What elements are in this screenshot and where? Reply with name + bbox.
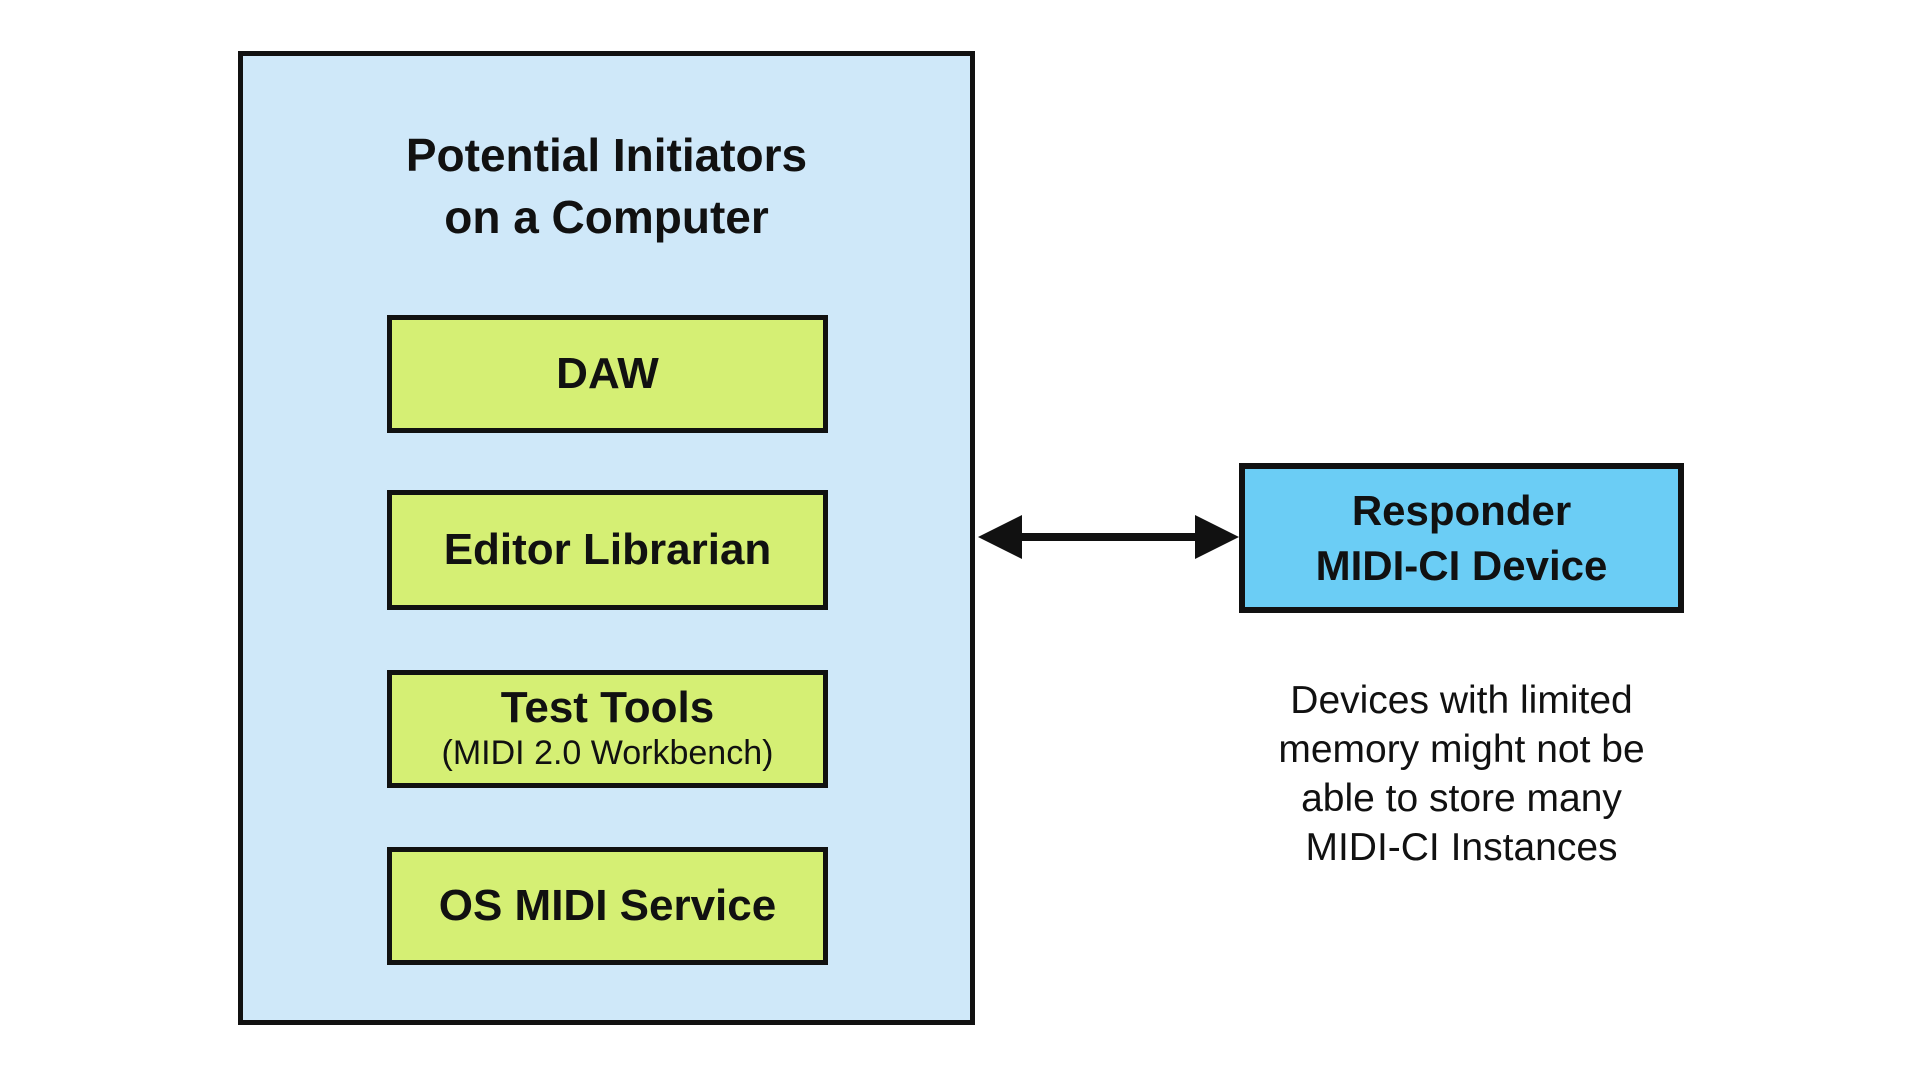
initiator-box-daw: DAW	[387, 315, 828, 433]
initiator-box-editor-librarian: Editor Librarian	[387, 490, 828, 610]
responder-memory-note: Devices with limited memory might not be…	[1278, 679, 1645, 869]
initiator-box-test-tools: Test Tools (MIDI 2.0 Workbench)	[387, 670, 828, 788]
initiator-box-test-tools-label: Test Tools	[500, 683, 715, 732]
responder-device-box: Responder MIDI-CI Device	[1239, 463, 1684, 613]
initiators-title: Potential Initiators on a Computer	[405, 129, 808, 243]
initiator-box-daw-label: DAW	[556, 349, 659, 398]
bidirectional-arrow-shaft	[1012, 533, 1208, 541]
initiator-box-os-midi-service-label: OS MIDI Service	[438, 881, 777, 930]
arrowhead-right-icon	[1195, 515, 1239, 559]
initiator-box-editor-librarian-label: Editor Librarian	[443, 525, 772, 574]
initiator-box-os-midi-service: OS MIDI Service	[387, 847, 828, 965]
initiator-box-test-tools-sublabel: (MIDI 2.0 Workbench)	[441, 734, 774, 772]
